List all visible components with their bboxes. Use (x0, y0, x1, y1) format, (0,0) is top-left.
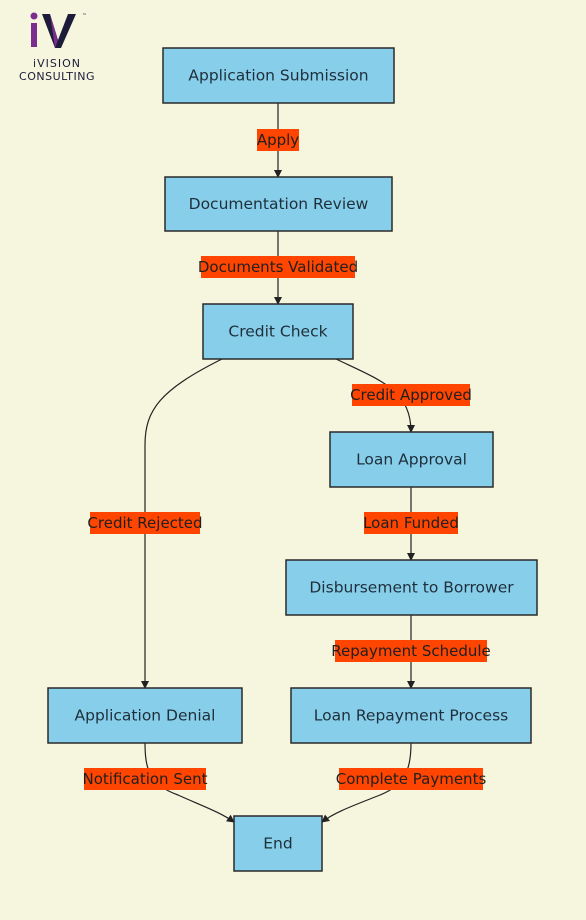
edge-repayment-to-end (321, 742, 412, 823)
edge-denial-to-end (144, 742, 235, 823)
edge-label-disbursement-to-repayment: Repayment Schedule (331, 640, 491, 662)
logo-trademark: ™ (82, 13, 87, 19)
edge-label-text: Credit Rejected (87, 514, 202, 532)
node-box (164, 176, 393, 232)
logo-line2: CONSULTING (19, 70, 95, 83)
edge-label-text: Credit Approved (350, 386, 472, 404)
edge-label-credit-to-approval: Credit Approved (350, 384, 472, 406)
node-end: End (233, 815, 323, 872)
node-label: Disbursement to Borrower (309, 579, 514, 597)
edge-label-denial-to-end: Notification Sent (83, 768, 208, 790)
node-box (290, 687, 532, 744)
node-label: Loan Approval (356, 451, 467, 469)
edge-label-background (335, 640, 487, 662)
node-label: Application Submission (188, 67, 368, 85)
node-repayment: Loan Repayment Process (290, 687, 532, 744)
edge-label-background (352, 384, 470, 406)
edge-label-credit-to-denial: Credit Rejected (87, 512, 203, 534)
edge-label-text: Apply (257, 131, 299, 149)
node-box (202, 303, 354, 360)
edge-label-text: Loan Funded (363, 514, 459, 532)
edge-label-text: Repayment Schedule (331, 642, 491, 660)
node-approval: Loan Approval (329, 431, 494, 488)
node-box (233, 815, 323, 872)
edge-label-review-to-credit: Documents Validated (198, 256, 358, 278)
node-box (285, 559, 538, 616)
node-box (329, 431, 494, 488)
logo-line1: iVISION (33, 57, 81, 70)
node-label: Application Denial (75, 707, 216, 725)
node-review: Documentation Review (164, 176, 393, 232)
edge-label-background (90, 512, 200, 534)
edge-label-text: Documents Validated (198, 258, 358, 276)
node-box (162, 47, 395, 104)
node-denial: Application Denial (47, 687, 243, 744)
edge-label-background (257, 129, 299, 151)
node-box (47, 687, 243, 744)
edge-label-background (201, 256, 355, 278)
node-label: Credit Check (228, 323, 327, 341)
node-label: Loan Repayment Process (314, 707, 508, 725)
edge-label-repayment-to-end: Complete Payments (336, 768, 487, 790)
edge-label-text: Complete Payments (336, 770, 487, 788)
edge-label-background (339, 768, 483, 790)
edge-credit-to-denial (141, 358, 223, 689)
node-submission: Application Submission (162, 47, 395, 104)
edge-label-approval-to-disbursement: Loan Funded (363, 512, 459, 534)
node-disbursement: Disbursement to Borrower (285, 559, 538, 616)
node-label: End (263, 835, 292, 853)
node-label: Documentation Review (189, 195, 369, 213)
edge-label-text: Notification Sent (83, 770, 208, 788)
logo-mark-icon: ™ (30, 12, 87, 48)
ivision-logo: ™ iVISION CONSULTING (12, 10, 102, 86)
edge-label-submission-to-review: Apply (257, 129, 299, 151)
edge-label-background (84, 768, 206, 790)
edge-label-background (364, 512, 458, 534)
node-credit: Credit Check (202, 303, 354, 360)
